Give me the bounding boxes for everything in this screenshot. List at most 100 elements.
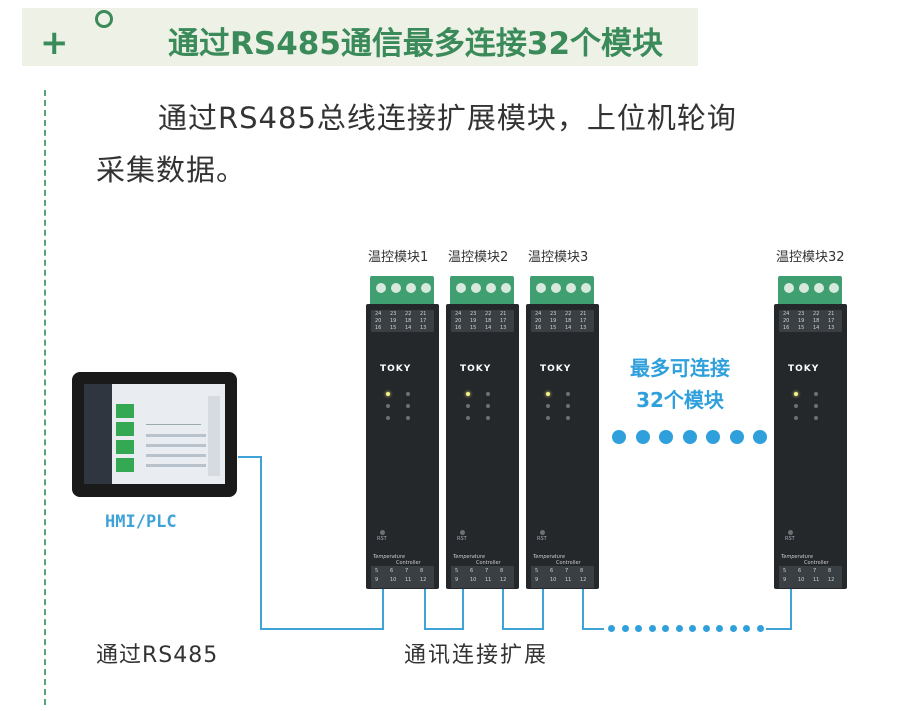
caption-rs485: 通过RS485 (96, 643, 219, 668)
terminal-number: 12 (420, 577, 427, 583)
caption-controller: Controller (804, 560, 829, 566)
terminal-number: 16 (783, 325, 790, 331)
status-led (466, 404, 470, 408)
max-note-line-2: 32个模块 (636, 388, 724, 412)
terminal-number: 8 (828, 568, 832, 574)
terminal-number: 11 (813, 577, 820, 583)
caption-temperature: Temperature (453, 554, 486, 560)
terminal-number: 12 (580, 577, 587, 583)
bus-wire (502, 588, 504, 630)
terminal-number: 7 (485, 568, 489, 574)
terminal-number: 20 (535, 318, 542, 324)
hmi-screen (84, 384, 225, 484)
terminal-number: 10 (470, 577, 477, 583)
status-led (546, 416, 550, 420)
bus-wire (790, 588, 792, 630)
status-led (814, 404, 818, 408)
bus-ellipsis-dot (675, 625, 683, 632)
terminal-block (530, 276, 594, 306)
brand-logo: TOKY (380, 364, 412, 374)
terminal-number: 21 (500, 311, 507, 317)
page-title: 通过RS485通信最多连接32个模块 (168, 26, 664, 62)
reset-button (788, 530, 793, 535)
terminal-number: 9 (455, 577, 459, 583)
terminal-number: 17 (500, 318, 507, 324)
reset-button (380, 530, 385, 535)
ellipsis-dot (682, 430, 697, 444)
terminal-number: 19 (550, 318, 557, 324)
caption-controller: Controller (396, 560, 421, 566)
status-led (794, 404, 798, 408)
hmi-panel (72, 372, 237, 497)
ellipsis-dot (612, 430, 626, 444)
status-led (566, 416, 570, 420)
terminal-number: 16 (455, 325, 462, 331)
bus-wire (502, 628, 544, 630)
rst-label: RST (537, 536, 547, 542)
max-note-line-1: 最多可连接 (630, 356, 730, 380)
status-led (546, 404, 550, 408)
terminal-number: 10 (390, 577, 397, 583)
terminal-number: 18 (405, 318, 412, 324)
terminal-block (778, 276, 842, 306)
status-led (566, 404, 570, 408)
status-led (794, 416, 798, 420)
terminal-number: 14 (405, 325, 412, 331)
terminal-number: 21 (828, 311, 835, 317)
terminal-number: 7 (565, 568, 569, 574)
terminal-number: 6 (798, 568, 802, 574)
module-label: 温控模块3 (528, 250, 589, 265)
caption-controller: Controller (556, 560, 581, 566)
terminal-number: 22 (813, 311, 820, 317)
terminal-number: 13 (580, 325, 587, 331)
terminal-number: 13 (420, 325, 427, 331)
status-led (486, 404, 490, 408)
terminal-number: 24 (375, 311, 382, 317)
caption-expansion: 通讯连接扩展 (404, 643, 549, 668)
terminal-number: 22 (565, 311, 572, 317)
terminal-number: 15 (798, 325, 805, 331)
dashed-divider (44, 90, 46, 705)
intro-paragraph: 通过RS485总线连接扩展模块，上位机轮询 采集数据。 (96, 92, 856, 196)
rst-label: RST (785, 536, 795, 542)
ellipsis-dot (706, 430, 720, 444)
rst-label: RST (457, 536, 467, 542)
terminal-number: 11 (485, 577, 492, 583)
terminal-number: 18 (565, 318, 572, 324)
terminal-number: 15 (390, 325, 397, 331)
bus-wire (424, 628, 464, 630)
terminal-number: 5 (783, 568, 787, 574)
bus-ellipsis-dot (743, 625, 750, 632)
intro-line-2: 采集数据。 (96, 153, 247, 187)
bus-ellipsis-dot (662, 625, 669, 632)
terminal-block (450, 276, 514, 306)
brand-logo: TOKY (460, 364, 492, 374)
module-label: 温控模块2 (448, 250, 509, 265)
ellipsis-dot (753, 430, 767, 444)
terminal-number: 24 (535, 311, 542, 317)
terminal-number: 8 (580, 568, 584, 574)
terminal-number: 13 (500, 325, 507, 331)
caption-temperature: Temperature (373, 554, 406, 560)
terminal-number: 24 (455, 311, 462, 317)
terminal-number: 21 (420, 311, 427, 317)
terminal-number: 11 (565, 577, 572, 583)
status-led (386, 404, 390, 408)
terminal-number: 23 (550, 311, 557, 317)
status-led (546, 392, 550, 396)
terminal-number: 17 (828, 318, 835, 324)
status-led (814, 416, 818, 420)
terminal-number: 8 (420, 568, 424, 574)
ellipsis-dot (659, 430, 673, 444)
terminal-number: 18 (813, 318, 820, 324)
terminal-number: 6 (470, 568, 474, 574)
terminal-number: 22 (485, 311, 492, 317)
terminal-number: 16 (375, 325, 382, 331)
terminal-number: 15 (550, 325, 557, 331)
bus-ellipsis-dot (635, 625, 642, 632)
